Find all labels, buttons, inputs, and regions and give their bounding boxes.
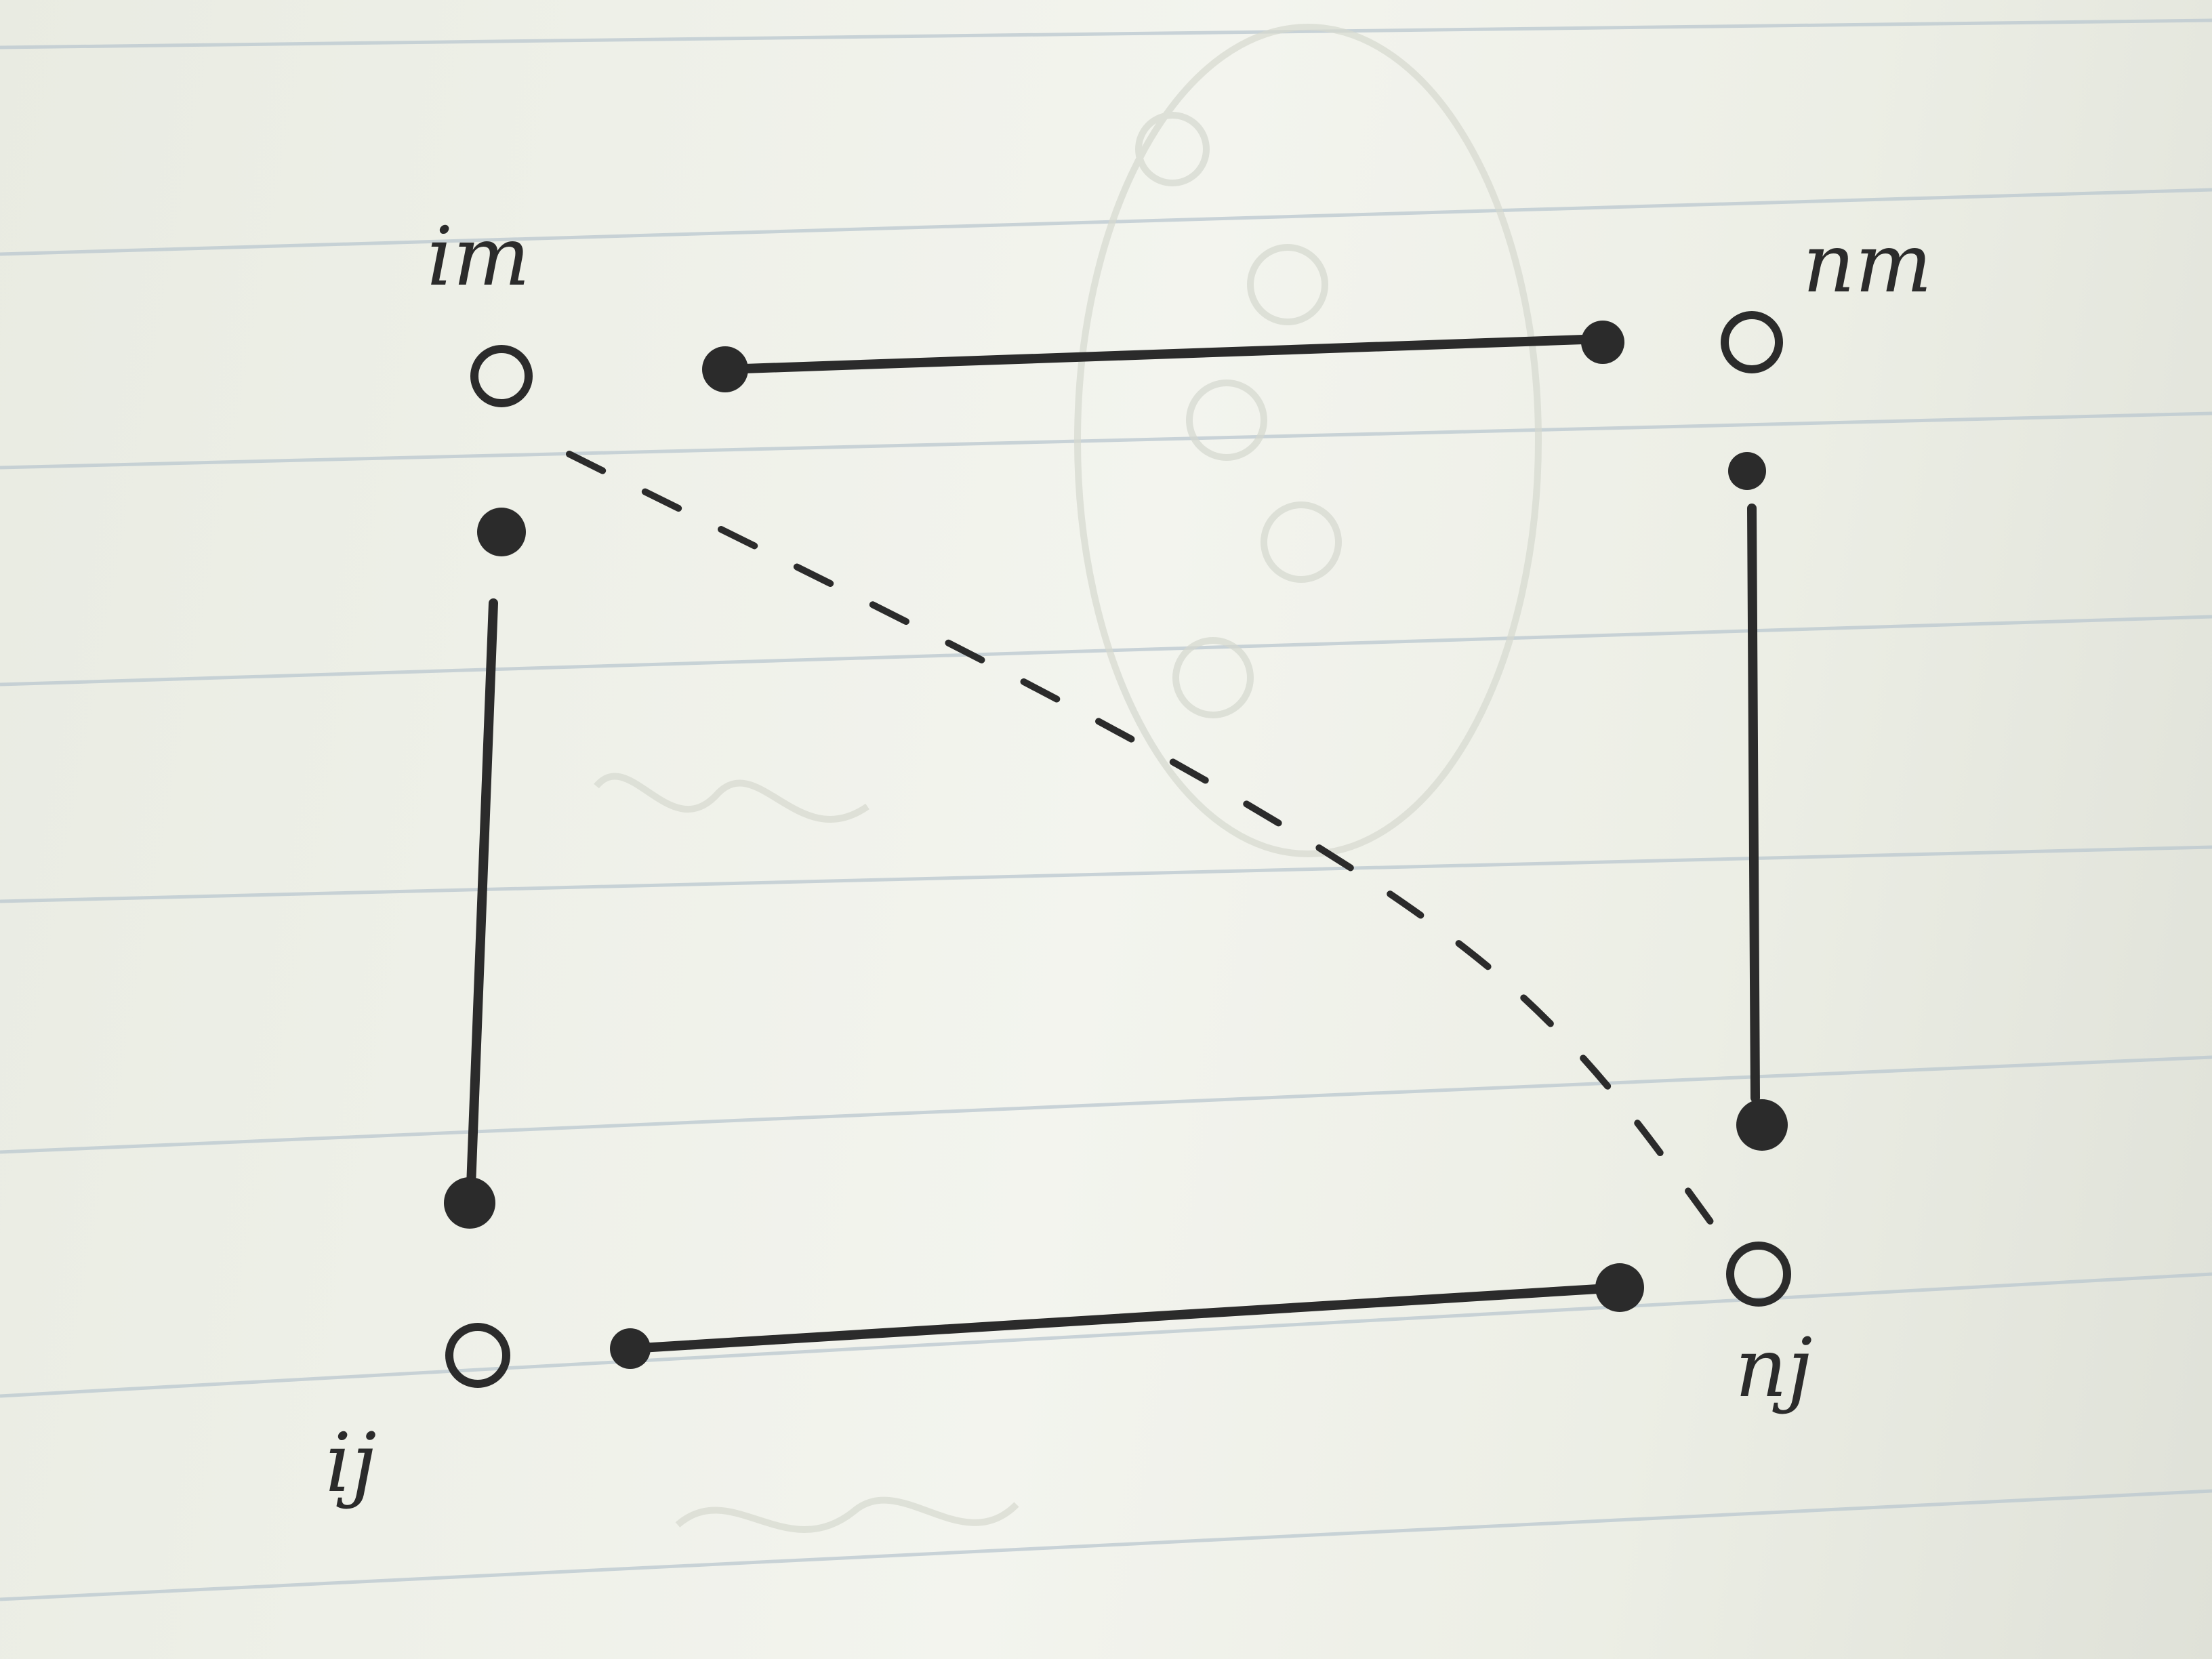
right-edge [1747, 504, 1760, 1103]
label-nm: nm [1803, 217, 1933, 311]
ruled-line [0, 1489, 2212, 1601]
bottom-edge [626, 1283, 1624, 1353]
ruled-lines [0, 18, 2212, 1601]
left-edge-top-dot [477, 508, 526, 556]
ruled-line [0, 411, 2212, 470]
faint-scribble [594, 773, 869, 823]
ruled-line [0, 1055, 2212, 1154]
vertex-nm [1721, 311, 1783, 373]
right-edge-top-dot [1728, 452, 1766, 490]
faint-circle [1172, 637, 1254, 718]
faint-circle [1186, 380, 1267, 461]
bottom-edge-start-dot [610, 1328, 651, 1369]
vertex-im [470, 345, 533, 407]
top-edge-start-dot [702, 346, 748, 392]
top-edge [720, 334, 1607, 374]
right-edge-bottom-dot [1736, 1099, 1788, 1151]
left-edge-bottom-dot [444, 1177, 495, 1229]
left-edge [466, 598, 498, 1191]
faint-circle [1135, 112, 1210, 186]
ruled-line [0, 845, 2212, 903]
ruled-line [0, 1272, 2212, 1398]
faint-circle [1261, 501, 1342, 583]
ruled-line [0, 188, 2212, 256]
vertex-ij [445, 1323, 510, 1388]
diagram-ink [444, 311, 1791, 1388]
label-im: im [427, 210, 531, 304]
diagonal-dashed-edge [566, 451, 1738, 1257]
top-edge-end-dot [1581, 321, 1624, 364]
faint-scribble [675, 1496, 1019, 1534]
show-through-marks [594, 24, 1542, 1534]
vertex-nj [1726, 1242, 1791, 1307]
bottom-edge-end-dot [1595, 1263, 1644, 1312]
label-nj: nj [1735, 1322, 1813, 1416]
faint-circle [1247, 244, 1328, 325]
label-ij: ij [325, 1416, 377, 1511]
faint-oval [1074, 24, 1542, 857]
ruled-line [0, 18, 2212, 49]
